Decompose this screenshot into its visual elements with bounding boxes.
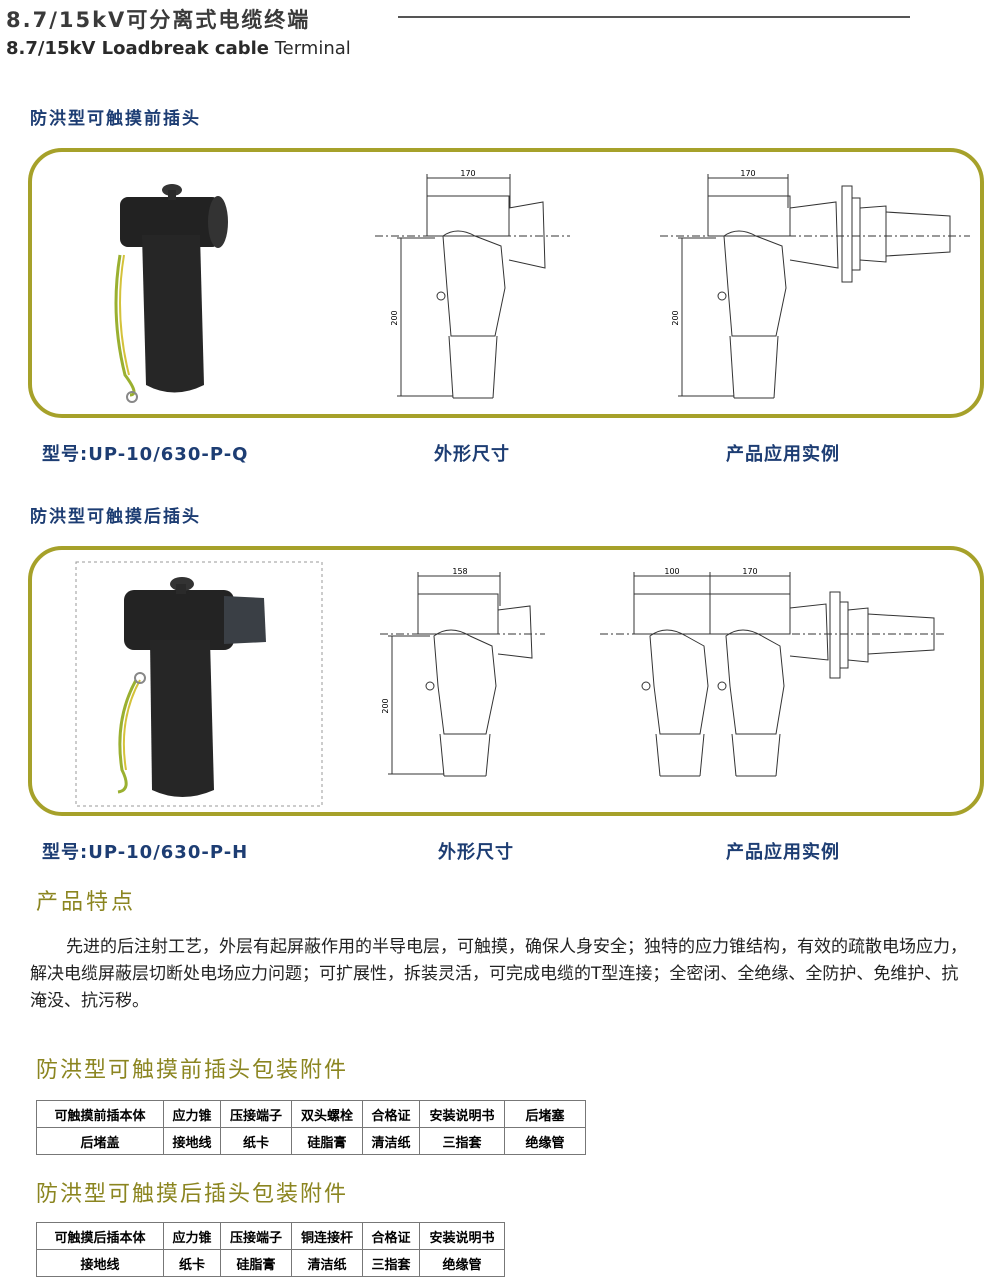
- table-row: 可触摸后插本体 应力锥 压接端子 铜连接杆 合格证 安装说明书: [36, 1222, 505, 1250]
- table-cell: 绝缘管: [504, 1127, 586, 1155]
- features-text: 先进的后注射工艺，外层有起屏蔽作用的半导电层，可触摸，确保人身安全；独特的应力锥…: [30, 937, 967, 1011]
- rear-dim-height-label: 200: [381, 698, 390, 713]
- table-cell: 纸卡: [163, 1249, 221, 1277]
- table-cell: 压接端子: [220, 1222, 292, 1250]
- table-cell: 三指套: [419, 1127, 505, 1155]
- table-cell: 接地线: [163, 1127, 221, 1155]
- subtitle-rest: Terminal: [268, 38, 351, 59]
- table-cell: 应力锥: [163, 1100, 221, 1128]
- rear-app-dim-left-label: 100: [664, 567, 679, 576]
- rear-dimension-caption: 外形尺寸: [438, 842, 514, 863]
- table-cell: 安装说明书: [419, 1100, 505, 1128]
- rear-app-dim-right-label: 170: [742, 567, 757, 576]
- document-title: 8.7/15kV可分离式电缆终端: [6, 8, 311, 32]
- front-section-heading: 防洪型可触摸前插头: [30, 109, 201, 129]
- document-subtitle: 8.7/15kV Loadbreak cable Terminal: [6, 38, 351, 59]
- table-cell: 合格证: [362, 1100, 420, 1128]
- front-dim-height-label: 200: [390, 310, 399, 325]
- table-cell: 硅脂膏: [291, 1127, 363, 1155]
- rear-application-drawing: 100 170: [600, 567, 945, 777]
- table-cell: 后堵盖: [36, 1127, 164, 1155]
- title-rule: [398, 16, 910, 18]
- table-cell: 双头螺栓: [291, 1100, 363, 1128]
- table-cell: 硅脂膏: [220, 1249, 292, 1277]
- table-cell: 三指套: [362, 1249, 420, 1277]
- front-app-dim-height-label: 200: [671, 310, 680, 325]
- table-row: 接地线 纸卡 硅脂膏 清洁纸 三指套 绝缘管: [36, 1249, 505, 1277]
- front-package-title: 防洪型可触摸前插头包装附件: [36, 1058, 349, 1083]
- rear-package-title: 防洪型可触摸后插头包装附件: [36, 1182, 349, 1207]
- table-cell: 纸卡: [220, 1127, 292, 1155]
- front-application-caption: 产品应用实例: [726, 444, 840, 465]
- table-cell: 可触摸后插本体: [36, 1222, 164, 1250]
- features-title: 产品特点: [36, 890, 137, 915]
- front-dimension-drawing: 170 200: [375, 169, 570, 399]
- table-row: 可触摸前插本体 应力锥 压接端子 双头螺栓 合格证 安装说明书 后堵塞: [36, 1100, 586, 1128]
- table-cell: 后堵塞: [504, 1100, 586, 1128]
- table-cell: 铜连接杆: [291, 1222, 363, 1250]
- table-cell: 绝缘管: [419, 1249, 505, 1277]
- subtitle-bold: 8.7/15kV Loadbreak cable: [6, 38, 269, 59]
- front-dim-width-label: 170: [460, 169, 475, 178]
- rear-dim-width-label: 158: [452, 567, 467, 576]
- front-plug-photo: [114, 184, 228, 403]
- front-package-table: 可触摸前插本体 应力锥 压接端子 双头螺栓 合格证 安装说明书 后堵塞 后堵盖 …: [36, 1100, 586, 1155]
- rear-section-heading: 防洪型可触摸后插头: [30, 507, 201, 527]
- table-cell: 安装说明书: [419, 1222, 505, 1250]
- table-cell: 应力锥: [163, 1222, 221, 1250]
- front-model-label: 型号:UP-10/630-P-Q: [42, 444, 249, 465]
- table-cell: 清洁纸: [362, 1127, 420, 1155]
- rear-dimension-drawing: 158 200: [380, 567, 545, 777]
- table-cell: 接地线: [36, 1249, 164, 1277]
- front-app-dim-width-label: 170: [740, 169, 755, 178]
- table-cell: 合格证: [362, 1222, 420, 1250]
- table-cell: 清洁纸: [291, 1249, 363, 1277]
- rear-application-caption: 产品应用实例: [726, 842, 840, 863]
- front-dimension-caption: 外形尺寸: [434, 444, 510, 465]
- rear-plug-photo: [75, 561, 323, 807]
- rear-model-label: 型号:UP-10/630-P-H: [42, 842, 249, 863]
- table-row: 后堵盖 接地线 纸卡 硅脂膏 清洁纸 三指套 绝缘管: [36, 1127, 586, 1155]
- table-cell: 压接端子: [220, 1100, 292, 1128]
- rear-package-table: 可触摸后插本体 应力锥 压接端子 铜连接杆 合格证 安装说明书 接地线 纸卡 硅…: [36, 1222, 505, 1277]
- table-cell: 可触摸前插本体: [36, 1100, 164, 1128]
- front-application-drawing: 170 200: [660, 169, 970, 399]
